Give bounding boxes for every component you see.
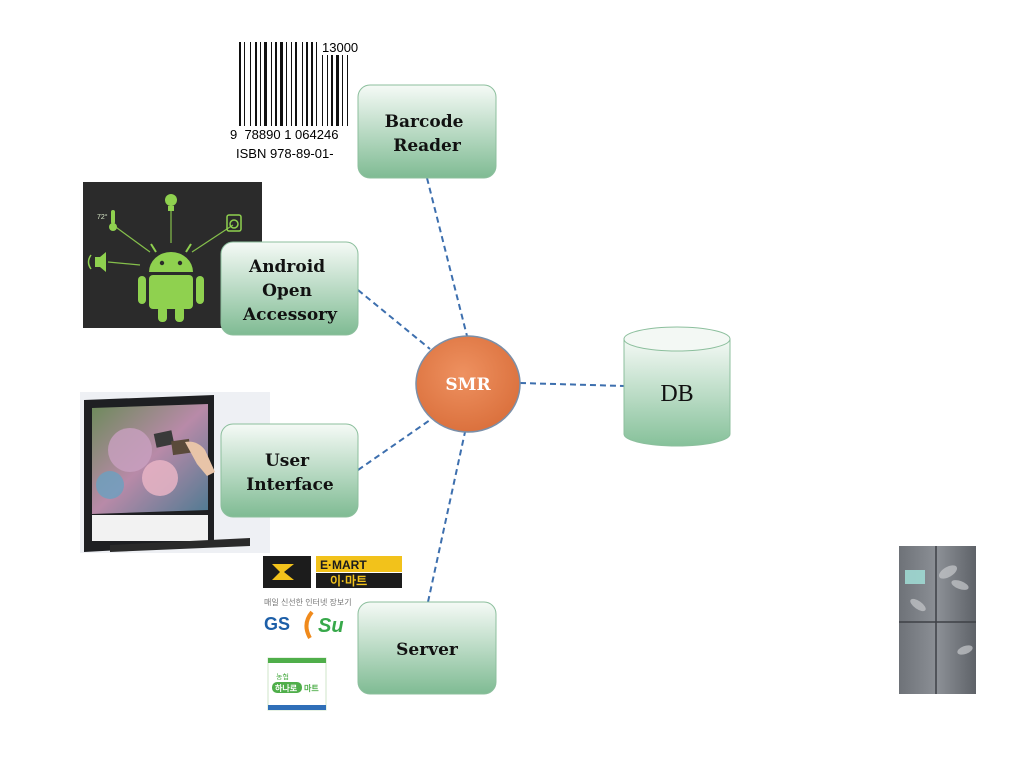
mart-logos-image: E·MART 이·마트 매일 신선한 인터넷 장보기 GS Su 농협 하나로 … [263,556,402,711]
android-robot-icon [138,243,204,322]
touchscreen-monitor-image [80,392,270,553]
emart-korean-name: 이·마트 [330,573,367,588]
emart-logo-mark [263,556,311,588]
android-label-line2: Open [262,281,312,301]
barcode-isbn: ISBN 978-89-01- [236,146,334,161]
refrigerator-image [899,546,976,694]
barcode-reader-label-line1: Barcode [385,112,464,132]
node-server: Server [357,601,497,695]
connector-android-smr [357,289,431,350]
android-label-line1: Android [248,257,325,277]
svg-text:Barcode Reader: Barcode Reader [385,112,470,156]
node-smr: SMR [415,335,521,433]
connector-barcode-smr [426,177,468,337]
svg-text:User Interface: User Interface [246,451,334,495]
emart-english-name: E·MART [320,558,367,572]
barcode-digits: 9 78890 1 064246 [230,127,338,142]
node-user-interface: User Interface [220,423,359,518]
svg-text:Android Open Acces: Android Open Accessory [242,257,338,325]
node-db-cylinder: DB [623,326,731,447]
thermometer-icon [111,210,115,224]
android-label-line3: Accessory [242,305,338,325]
connectors [357,177,626,603]
connector-ui-smr [357,419,431,471]
temperature-readout: 72° [97,213,108,221]
hanaro-name: 하나로 [275,683,298,693]
fridge-display-panel [905,570,925,584]
hanaro-mart: 마트 [304,683,319,693]
smr-label: SMR [445,375,491,395]
hanaro-small: 농협 [276,672,289,681]
gs-brand: GS [264,614,290,634]
barcode-image: 13000 9 78890 1 064246 ISBN 978-89-01- [230,40,380,161]
server-label: Server [396,640,459,660]
lightbulb-icon [165,194,177,206]
washer-icon [226,214,242,232]
connector-server-smr [427,431,466,603]
user-interface-label-line2: Interface [246,475,334,495]
hand-image [185,441,215,476]
user-interface-label-line1: User [265,451,310,471]
barcode-bars [239,42,348,126]
barcode-top-number: 13000 [322,40,358,55]
connector-smr-db [519,382,626,387]
node-android-open-accessory: Android Open Accessory [220,241,359,336]
speaker-icon [95,252,106,272]
gs-logo-text: Su [318,615,344,637]
db-label: DB [660,381,693,407]
node-barcode-reader: Barcode Reader [357,84,497,179]
barcode-reader-label-line2: Reader [393,136,462,156]
gs-tagline: 매일 신선한 인터넷 장보기 [264,597,352,607]
